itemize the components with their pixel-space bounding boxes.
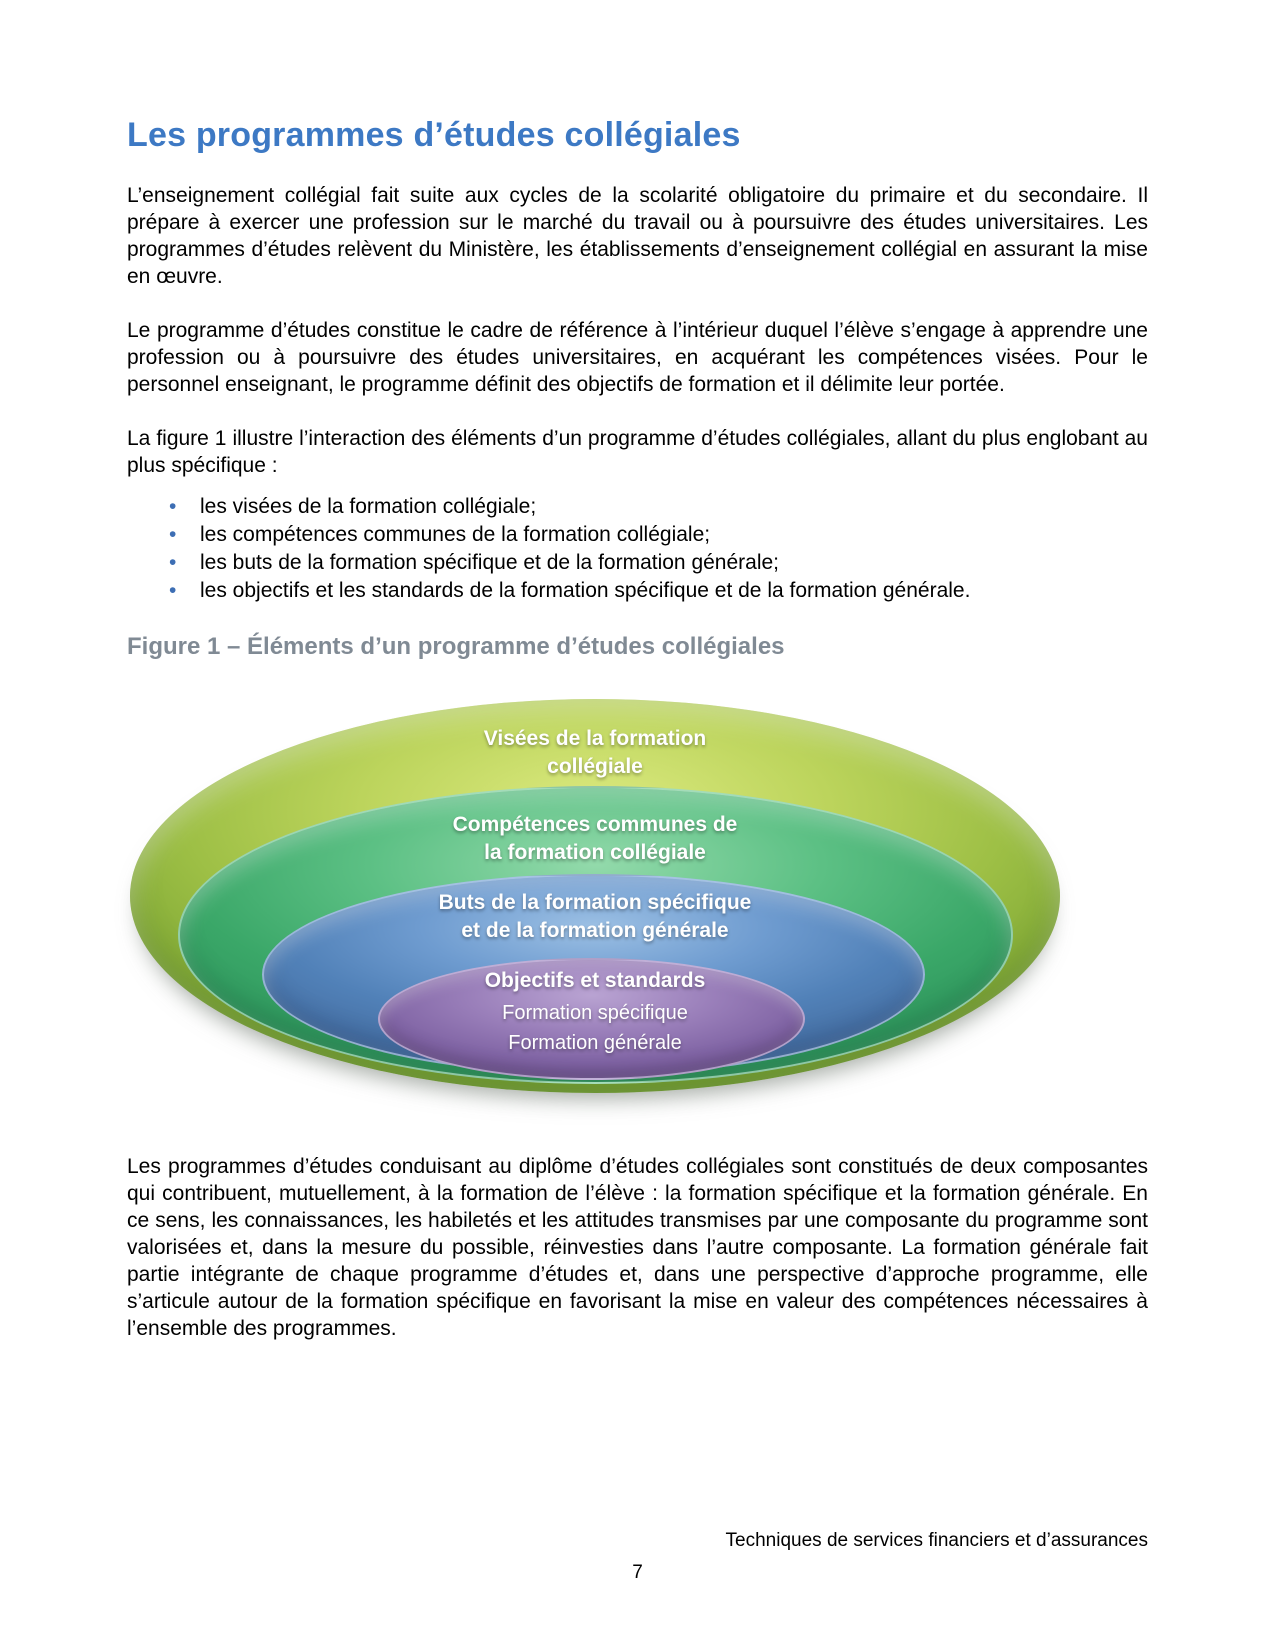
label-visees-line1: Visées de la formation (483, 727, 707, 750)
bullet-list: les visées de la formation collégiale; l… (127, 493, 1148, 605)
paragraph-composantes: Les programmes d’études conduisant au di… (127, 1155, 1148, 1340)
paragraph-figure-intro: La figure 1 illustre l’interaction des é… (127, 427, 1148, 477)
figure-caption: Figure 1 – Éléments d’un programme d’étu… (127, 633, 785, 660)
label-formation-specifique: Formation spécifique (502, 1002, 688, 1024)
bullet-item-competences: les compétences communes de la formation… (127, 521, 1148, 549)
page-content: Les programmes d’études collégiales L’en… (0, 0, 1275, 1342)
bullet-item-buts: les buts de la formation spécifique et d… (127, 549, 1148, 577)
paragraph-programme: Le programme d’études constitue le cadre… (127, 319, 1148, 396)
page-title: Les programmes d’études collégiales (127, 116, 741, 154)
figure-1-nested-ellipse-diagram: Visées de la formation collégiale Compét… (130, 699, 1060, 1095)
label-visees: Visées de la formation collégiale (130, 725, 1060, 781)
ellipse-objectifs (378, 958, 805, 1080)
paragraph-intro: L’enseignement collégial fait suite aux … (127, 184, 1148, 288)
footer-document-title: Techniques de services financiers et d’a… (725, 1530, 1148, 1551)
label-buts: Buts de la formation spécifique et de la… (130, 889, 1060, 945)
label-buts-line2: et de la formation générale (461, 919, 729, 942)
label-formation-generale: Formation générale (508, 1032, 682, 1054)
label-competences: Compétences communes de la formation col… (130, 811, 1060, 867)
bullet-item-visees: les visées de la formation collégiale; (127, 493, 1148, 521)
page-number: 7 (632, 1562, 643, 1583)
label-objectifs-title: Objectifs et standards (484, 969, 706, 992)
label-objectifs: Objectifs et standards Formation spécifi… (130, 967, 1060, 1055)
bullet-item-objectifs: les objectifs et les standards de la for… (127, 577, 1148, 605)
label-competences-line1: Compétences communes de (452, 813, 738, 836)
label-competences-line2: la formation collégiale (484, 841, 706, 864)
label-visees-line2: collégiale (547, 755, 643, 778)
label-buts-line1: Buts de la formation spécifique (438, 891, 752, 914)
